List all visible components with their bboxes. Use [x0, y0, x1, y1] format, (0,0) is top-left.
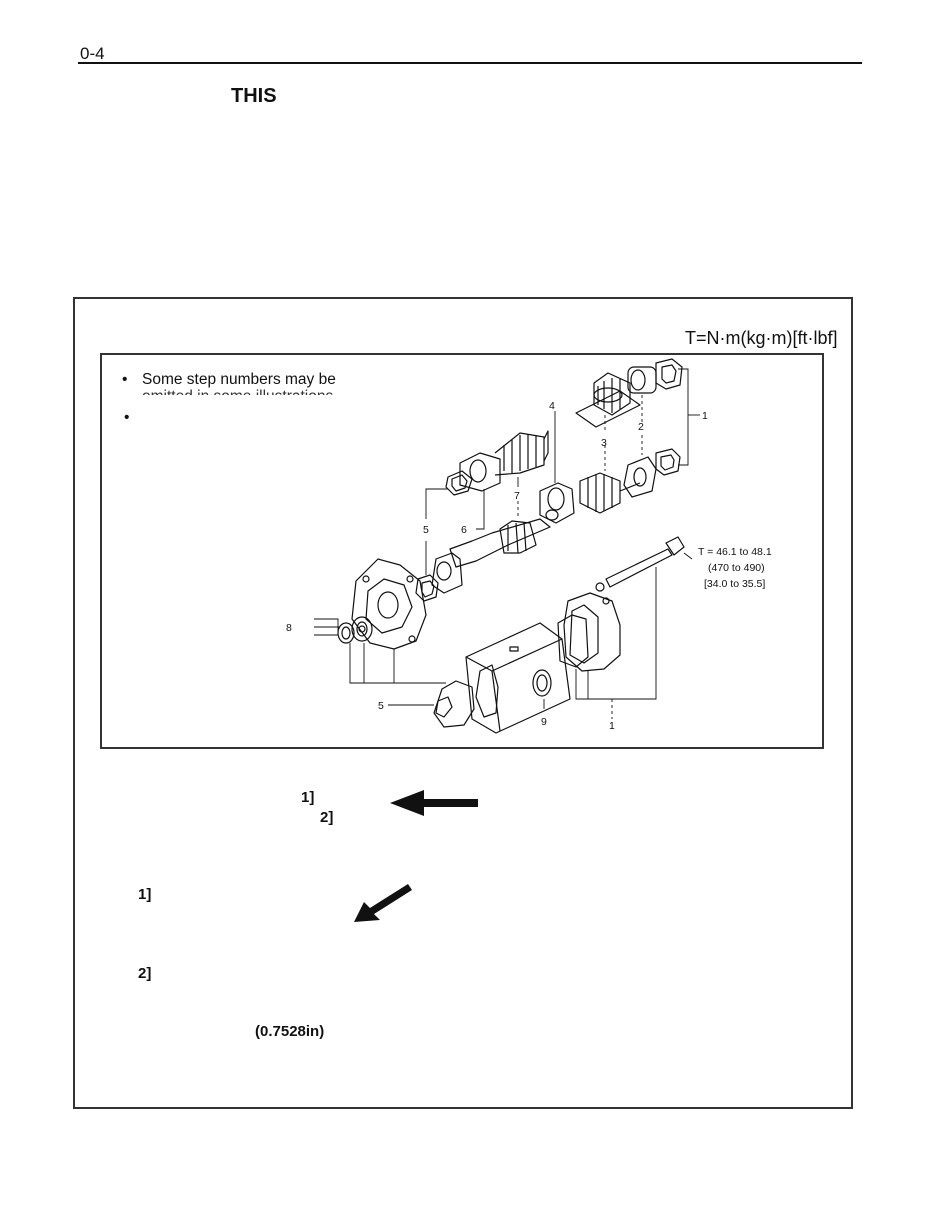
- o-ring-5: [433, 680, 475, 728]
- callout-1-top: 1: [702, 410, 708, 422]
- rear-seal: [557, 614, 589, 668]
- left-arrow-icon: [390, 790, 478, 816]
- torque-spec-line-1: T = 46.1 to 48.1: [698, 546, 772, 558]
- torque-spec-line-2: (470 to 490): [708, 562, 765, 574]
- note-1-bullet: •: [122, 371, 128, 388]
- drive-shaft-7: [459, 430, 549, 492]
- seal-5-lower: [415, 574, 439, 602]
- callout-5-lower: 5: [378, 700, 384, 712]
- callout-8: 8: [286, 622, 292, 634]
- gear-pump-exploded-diagram: 1 2 3 4 5 6 7 8 5 9 1 T = 46.1 to 48.1 (…: [286, 358, 772, 734]
- middle-gear-3: [579, 472, 641, 514]
- pump-body-9: [465, 622, 571, 734]
- callout-2: 2: [638, 421, 644, 433]
- note-2-bullet: •: [124, 409, 130, 426]
- header-rule: [78, 62, 862, 64]
- callout-9: 9: [541, 716, 547, 728]
- upper-seal-1: [655, 358, 683, 390]
- bolt: [595, 536, 685, 592]
- step-2-label: 2]: [138, 965, 152, 982]
- leader-lines: [314, 368, 700, 719]
- section-title: THIS: [231, 85, 277, 107]
- callout-1-bottom: 1: [609, 720, 615, 732]
- driven-gear-6: [431, 518, 551, 594]
- callout-6: 6: [461, 524, 467, 536]
- callout-4: 4: [549, 400, 555, 412]
- front-cover: [351, 558, 427, 650]
- diagonal-arrow-icon: [354, 884, 412, 922]
- step-ref-2: 2]: [320, 809, 334, 826]
- upper-bushing-2: [627, 366, 657, 394]
- measurement-value: (0.7528in): [255, 1023, 325, 1040]
- torque-spec-line-3: [34.0 to 35.5]: [704, 578, 765, 590]
- rear-cover: [563, 592, 621, 672]
- bushing-4: [539, 482, 575, 524]
- seal-5-upper: [445, 470, 473, 496]
- page-number: 0-4: [80, 44, 105, 63]
- callout-3: 3: [601, 437, 607, 449]
- torque-units-label: T=N·m(kg·m)[ft·lbf]: [685, 328, 838, 348]
- step-ref-1: 1]: [301, 789, 315, 806]
- middle-bushing-2: [623, 456, 657, 498]
- callout-labels: 1 2 3 4 5 6 7 8 5 9 1: [286, 400, 708, 732]
- content-frame: [73, 297, 853, 1109]
- middle-seal-1: [655, 448, 681, 476]
- step-1-label: 1]: [138, 886, 152, 903]
- torque-spec: T = 46.1 to 48.1 (470 to 490) [34.0 to 3…: [698, 546, 772, 590]
- upper-drive-gear: [575, 372, 641, 428]
- illustration-box: [100, 353, 824, 749]
- shaft-seal-8: [337, 616, 373, 644]
- note-1-continuation: omitted in some illustrations: [142, 388, 333, 395]
- callout-5-upper: 5: [423, 524, 429, 536]
- note-1-text: Some step numbers may be: [142, 371, 336, 388]
- callout-7: 7: [514, 490, 520, 502]
